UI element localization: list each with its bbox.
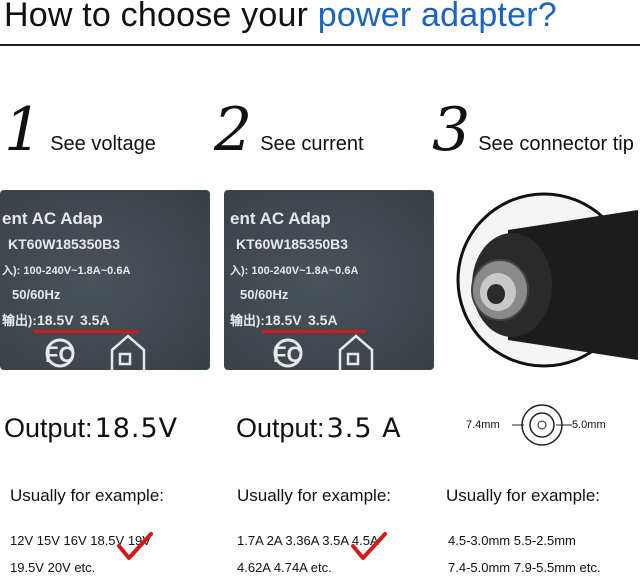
current-underline [262, 330, 366, 333]
connector-image [448, 190, 640, 370]
label-output-voltage: 18.5V [265, 312, 302, 328]
step-number: 3 [432, 95, 471, 165]
current-example-line: 1.7A 2A 3.36A 3.5A 4.5A [237, 533, 379, 548]
usually-label-voltage: Usually for example: [10, 486, 165, 505]
connector-dimension-diagram [512, 404, 572, 446]
output-voltage: Output:18.5V [4, 413, 178, 444]
usually-label-current: Usually for example: [237, 486, 392, 505]
connector-example-line: 4.5-3.0mm 5.5-2.5mm [448, 533, 576, 548]
label-input: 入): 100-240V~1.8A~0.6A [2, 264, 130, 277]
title-divider [0, 44, 640, 46]
step-label: See voltage [50, 133, 156, 155]
label-output-prefix: 输出): [230, 313, 265, 328]
label-input: 入): 100-240V~1.8A~0.6A [230, 264, 358, 277]
house-icon [110, 334, 146, 370]
output-value: 18.5V [94, 413, 179, 444]
label-freq: 50/60Hz [12, 287, 61, 302]
label-output-voltage: 18.5V [37, 312, 74, 328]
label-freq: 50/60Hz [240, 287, 289, 302]
output-prefix: Output: [4, 413, 93, 443]
connector-example-line: 7.4-5.0mm 7.9-5.5mm etc. [448, 560, 601, 575]
voltage-underline [34, 330, 138, 333]
title-plain: How to choose your [4, 0, 318, 34]
adapter-label-image: ent AC Adap KT60W185350B3 入): 100-240V~1… [0, 190, 210, 370]
checkmark-icon [351, 532, 387, 560]
output-prefix: Output: [236, 413, 325, 443]
house-icon [338, 334, 374, 370]
step-number: 2 [214, 95, 253, 165]
label-output-prefix: 输出): [2, 313, 37, 328]
adapter-label-image: ent AC Adap KT60W185350B3 入): 100-240V~1… [224, 190, 434, 370]
step-number: 1 [4, 95, 43, 165]
page-title: How to choose your power adapter? [4, 0, 557, 35]
step-label: See connector tip [478, 133, 634, 155]
outer-diameter-label: 7.4mm [466, 419, 500, 431]
label-output-current: 3.5A [308, 312, 338, 328]
usually-label-connector: Usually for example: [446, 486, 601, 505]
adapter-label-photo-voltage: ent AC Adap KT60W185350B3 入): 100-240V~1… [0, 190, 210, 370]
label-model: KT60W185350B3 [236, 236, 348, 252]
label-line1: ent AC Adap [2, 209, 103, 228]
inner-diameter-label: 5.0mm [572, 419, 606, 431]
label-line1: ent AC Adap [230, 209, 331, 228]
label-output-current: 3.5A [80, 312, 110, 328]
connector-tip-photo [448, 190, 640, 370]
current-example-line: 4.62A 4.74A etc. [237, 560, 332, 575]
label-model: KT60W185350B3 [8, 236, 120, 252]
title-accent: power adapter? [317, 0, 557, 34]
voltage-example-line: 19.5V 20V etc. [10, 560, 96, 575]
checkmark-icon [117, 532, 153, 560]
output-current: Output:3.5 A [236, 413, 402, 444]
voltage-example-line: 12V 15V 16V 18.5V 19V [10, 533, 151, 548]
fc-mark: FC [45, 342, 74, 367]
output-value: 3.5 A [326, 413, 402, 444]
fc-mark: FC [273, 342, 302, 367]
adapter-label-photo-current: ent AC Adap KT60W185350B3 入): 100-240V~1… [224, 190, 434, 370]
step-label: See current [260, 133, 364, 155]
